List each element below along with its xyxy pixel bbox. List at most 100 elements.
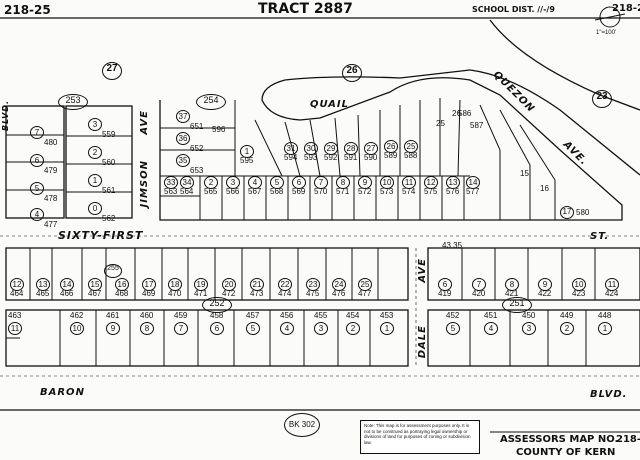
quail-lots-area: 590 — [364, 153, 378, 162]
upper-left-lots-number: 5 — [30, 182, 44, 195]
upper-lots-number: 5 — [270, 176, 284, 189]
lower-lots-number: 3 — [314, 322, 328, 335]
upper-lots-area: 565 — [204, 187, 218, 196]
map-scale: 1"=100' — [596, 30, 617, 36]
upper-lots-number: 7 — [314, 176, 328, 189]
upper-left-lots-number: 7 — [30, 126, 44, 139]
school-district: SCHOOL DIST. //-/9 — [472, 5, 555, 14]
lot-16-label: 16 — [540, 184, 549, 193]
quail-lots-area: 593 — [304, 153, 318, 162]
middle-lots-number: 23 — [306, 278, 320, 291]
lower-lots-area: 461 — [106, 311, 120, 320]
block-27: 27 — [102, 62, 122, 80]
lower-lots-area: 456 — [280, 311, 294, 320]
upper-lots-area: 568 — [270, 187, 284, 196]
lower-lots-area: 459 — [174, 311, 188, 320]
block-254: 254 — [196, 94, 226, 110]
upper-lots-number: 11 — [402, 176, 416, 189]
right-mid-lots-area: 424 — [605, 289, 619, 298]
map-number-right: 218-2 — [612, 3, 640, 14]
lot-586-label: 586 — [458, 109, 472, 118]
right-mid-lots-number: 6 — [438, 278, 452, 291]
upper-left-lots-area: 477 — [44, 220, 58, 229]
street-quail: QUAIL — [310, 99, 350, 110]
upper-lots-number: 12 — [424, 176, 438, 189]
upper-lots-number: 3 — [226, 176, 240, 189]
right-low-lots-number: 2 — [560, 322, 574, 335]
quail-lots-number: 31 — [284, 142, 298, 155]
quail-lots-number: 28 — [344, 142, 358, 155]
right-low-lots-area: 452 — [446, 311, 460, 320]
upper-left-lots-area: 480 — [44, 138, 58, 147]
upper-lots-area: 575 — [424, 187, 438, 196]
right-low-lots-area: 450 — [522, 311, 536, 320]
right-mid-lots-number: 8 — [505, 278, 519, 291]
middle-lots-area: 472 — [222, 289, 236, 298]
upper-left-lots-number: 3 — [88, 118, 102, 131]
upper-lots-area: 572 — [358, 187, 372, 196]
right-mid-lots-area: 419 — [438, 289, 452, 298]
middle-lots-area: 475 — [306, 289, 320, 298]
quail-lots-area: 591 — [344, 153, 358, 162]
county-label: COUNTY OF KERN — [516, 447, 616, 458]
lower-lots-area: 463 — [8, 311, 22, 320]
lower-lots-number: 6 — [210, 322, 224, 335]
lower-lots-area: 457 — [246, 311, 260, 320]
upper-left-lots-number: 6 — [30, 154, 44, 167]
right-low-lots-number: 5 — [446, 322, 460, 335]
middle-lots-area: 470 — [168, 289, 182, 298]
middle-lots-area: 469 — [142, 289, 156, 298]
upper-left-lots-area: 561 — [102, 186, 116, 195]
upper-lots-area: 567 — [248, 187, 262, 196]
right-low-lots-area: 449 — [560, 311, 574, 320]
lower-lots-number: 4 — [280, 322, 294, 335]
middle-lots-area: 471 — [194, 289, 208, 298]
middle-lots-area: 465 — [36, 289, 50, 298]
upper-left-lots-area: 478 — [44, 194, 58, 203]
block-252: 252 — [202, 297, 232, 313]
street-st: ST. — [590, 231, 610, 242]
lower-lots-number: 7 — [174, 322, 188, 335]
right-mid-lots-area: 422 — [538, 289, 552, 298]
middle-lots-number: 14 — [60, 278, 74, 291]
right-low-lots-number: 1 — [598, 322, 612, 335]
quail-lots-area: 588 — [404, 151, 418, 160]
lower-lots-number: 9 — [106, 322, 120, 335]
quail-lots-area: 589 — [384, 151, 398, 160]
lot-17-circle: 17 — [560, 206, 574, 219]
middle-lots-number: 16 — [115, 278, 129, 291]
right-low-lots-area: 448 — [598, 311, 612, 320]
right-low-lots-number: 4 — [484, 322, 498, 335]
lot-587-label: 587 — [470, 121, 484, 130]
upper-lots-number: 14 — [466, 176, 480, 189]
middle-lots-number: 12 — [10, 278, 24, 291]
street-jimson-ave: AVE — [139, 110, 150, 135]
block-23: 23 — [592, 90, 612, 108]
middle-lots-number: 25 — [358, 278, 372, 291]
tract-title: TRACT 2887 — [258, 1, 353, 17]
middle-lots-number: 22 — [278, 278, 292, 291]
upper-lots-area: 563 — [164, 187, 178, 196]
right-mid-lots-area: 420 — [472, 289, 486, 298]
upper-lots-number: 33 — [164, 176, 178, 189]
lower-lots-area: 460 — [140, 311, 154, 320]
upper-left-lots-number: 1 — [88, 174, 102, 187]
street-baron: BARON — [40, 387, 85, 398]
middle-lots-number: 13 — [36, 278, 50, 291]
right-mid-lots-number: 7 — [472, 278, 486, 291]
upper-lots-number: 13 — [446, 176, 460, 189]
street-blvd-left: BLVD. — [1, 100, 10, 131]
upper-lots-number: 4 — [248, 176, 262, 189]
quail-lots-number: 36 — [176, 132, 190, 145]
quail-lots-number: 25 — [404, 140, 418, 153]
lot-596-label: 596 — [212, 125, 226, 134]
upper-lots-area: 577 — [466, 187, 480, 196]
lower-lots-number: 11 — [8, 322, 22, 335]
lower-lots-area: 455 — [314, 311, 328, 320]
map-number-left: 218-25 — [4, 3, 51, 17]
right-low-lots-number: 3 — [522, 322, 536, 335]
middle-lots-area: 473 — [250, 289, 264, 298]
upper-left-lots-area: 559 — [102, 130, 116, 139]
right-mid-lots-area: 423 — [572, 289, 586, 298]
right-mid-lots-number: 11 — [605, 278, 619, 291]
